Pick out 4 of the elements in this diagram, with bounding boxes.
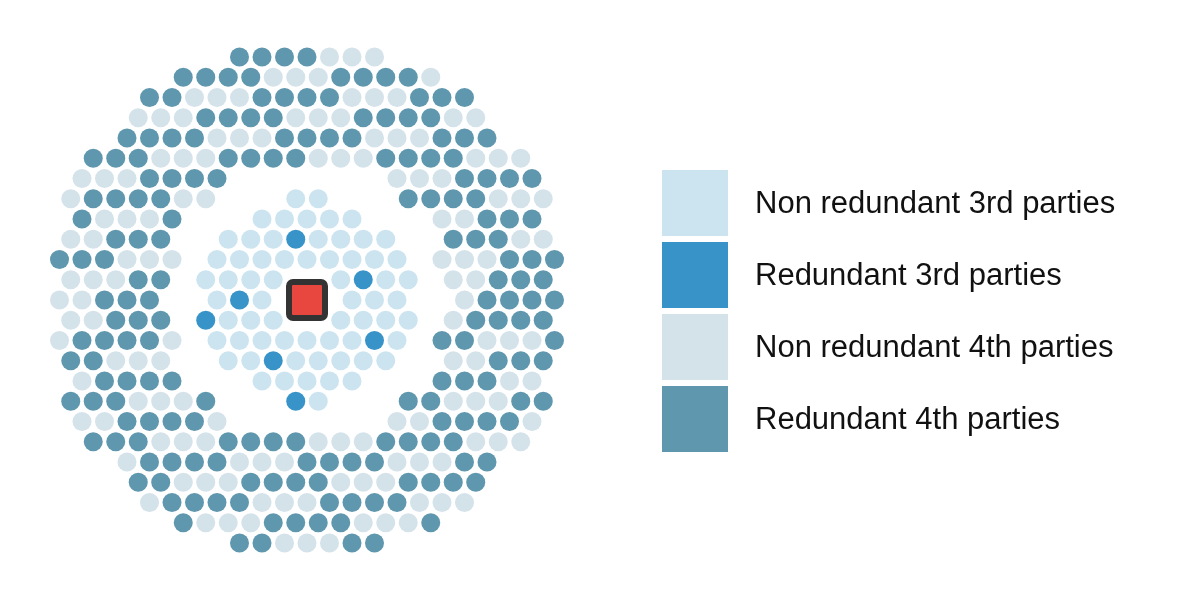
legend-label: Redundant 4th parties (755, 400, 1061, 438)
legend-label: Redundant 3rd parties (755, 256, 1062, 294)
legend-label: Non redundant 3rd parties (755, 184, 1116, 222)
legend-label: Non redundant 4th parties (755, 328, 1114, 366)
